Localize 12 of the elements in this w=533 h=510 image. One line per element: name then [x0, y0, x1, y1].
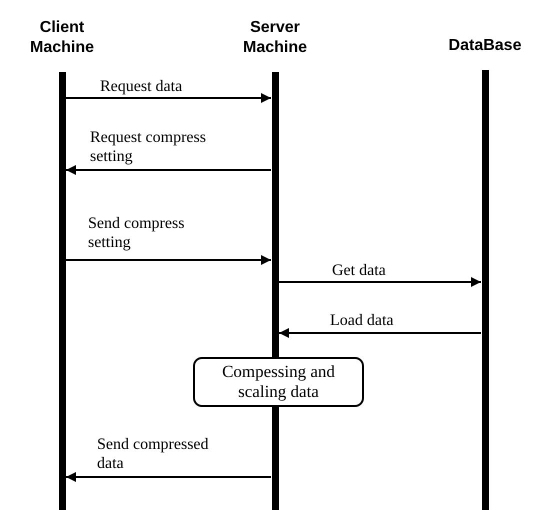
- message-arrow: [66, 472, 271, 482]
- lifeline-bar: [59, 72, 66, 510]
- lifeline-heading: DataBase: [448, 36, 522, 56]
- message-arrow: [66, 165, 271, 175]
- lifeline-heading: Server Machine: [242, 18, 308, 58]
- message-arrow: [279, 328, 481, 338]
- message-arrow: [66, 93, 271, 103]
- message-arrow: [66, 255, 271, 265]
- process-box: Compessing and scaling data: [193, 357, 364, 407]
- lifeline-bar: [482, 70, 489, 510]
- lifeline-heading: Client Machine: [28, 18, 95, 58]
- message-arrow: [279, 277, 481, 287]
